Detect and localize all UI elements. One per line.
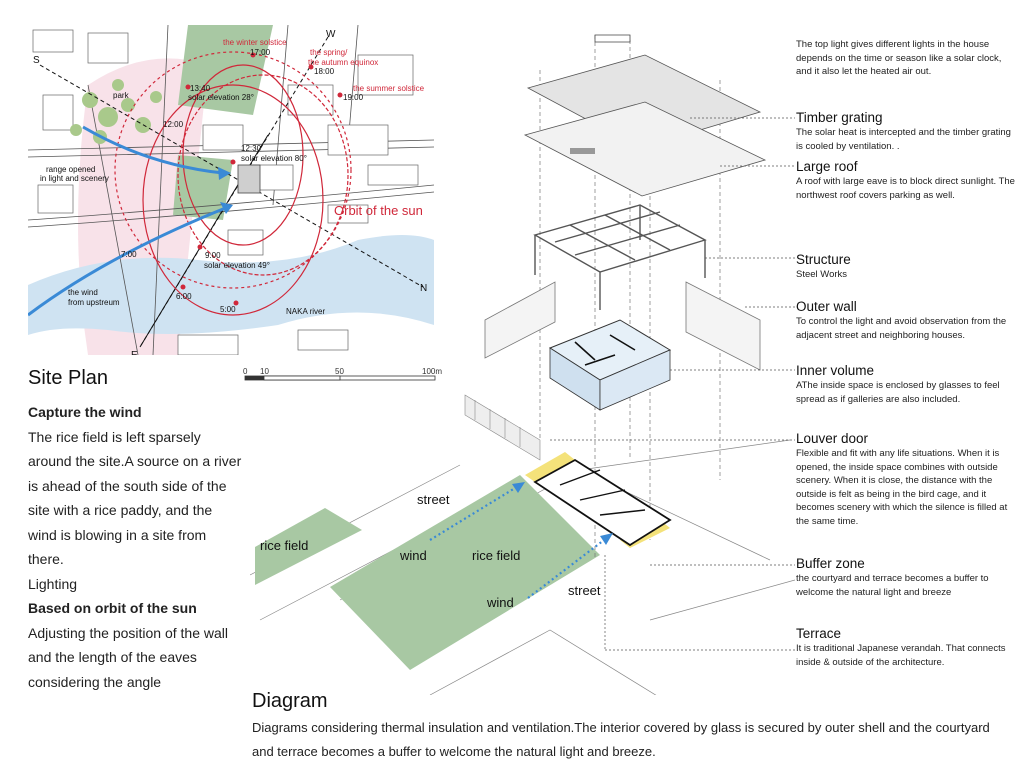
annotation-title: Structure [796, 252, 851, 267]
scale-10: 10 [260, 368, 269, 376]
rice-field-main [330, 475, 600, 670]
time-1800: 18:00 [314, 67, 335, 76]
annotation-desc: AThe inside space is enclosed by glasses… [796, 380, 1000, 405]
annotation-buffer-zone: Buffer zone the courtyard and terrace be… [796, 556, 1018, 599]
site-plan-map: the winter solstice the spring/ the autu… [28, 25, 434, 355]
time-0500: 5:00 [220, 305, 236, 314]
outer-wall-right [685, 281, 761, 371]
annotation-title: Buffer zone [796, 556, 865, 571]
wind-label-2: wind [486, 595, 514, 610]
annotation-title: Outer wall [796, 299, 857, 314]
site-block [237, 164, 261, 194]
annotation-title: Louver door [796, 431, 869, 446]
compass-e: E [131, 350, 138, 355]
label-autumn-equinox: the autumn equinox [308, 58, 378, 67]
river-label: NAKA river [286, 307, 325, 316]
rice-field-label-2: rice field [472, 548, 520, 563]
scale-100: 100m [422, 368, 442, 376]
annotation-desc: A roof with large eave is to block direc… [796, 176, 1015, 201]
time-1700: 17:00 [250, 48, 271, 57]
label-orbit: Orbit of the sun [334, 203, 423, 218]
street-label-2: street [568, 583, 601, 598]
time-1230: 12:30 [241, 144, 262, 153]
scale-50: 50 [335, 368, 344, 376]
compass-s: S [33, 55, 40, 66]
capture-wind-text: The rice field is left sparsely around t… [28, 428, 242, 568]
time-1200: 12:00 [163, 120, 184, 129]
scale-0: 0 [243, 368, 248, 376]
annotation-desc: It is traditional Japanese verandah. Tha… [796, 643, 1006, 668]
top-light [594, 34, 631, 43]
range-label-2: in light and scenery [40, 174, 109, 183]
time-0600: 6:00 [176, 292, 192, 301]
annotation-louver-door: Louver door Flexible and fit with any li… [796, 431, 1018, 528]
annotation-outer-wall: Outer wall To control the light and avoi… [796, 299, 1018, 342]
annotation-structure: Structure Steel Works [796, 252, 1018, 282]
annotation-title: Terrace [796, 626, 842, 641]
annotation-title: Inner volume [796, 363, 875, 378]
wind-arrow-river [28, 205, 229, 317]
annotation-timber-grating: Timber grating The solar heat is interce… [796, 110, 1018, 153]
time-1340: 13:40 [190, 84, 211, 93]
street-label-1: street [417, 492, 450, 507]
diagram-title: Diagram [252, 690, 328, 712]
range-label-1: range opened [46, 165, 95, 174]
time-0900: 9:00 [205, 251, 221, 260]
steel-structure [533, 204, 707, 310]
wind-arrow-south [527, 536, 609, 599]
orbit-text: Adjusting the position of the wall and t… [28, 624, 229, 690]
elevation-28: solar elevation 28° [188, 93, 254, 102]
capture-wind-heading: Capture the wind [28, 404, 142, 420]
wind-label-1: wind [399, 548, 427, 563]
lighting-label: Lighting [28, 575, 78, 592]
louver-door [464, 394, 541, 461]
elevation-80: solar elevation 80° [241, 154, 307, 163]
top-light-note: The top light gives different lights in … [796, 39, 1002, 77]
annotation-desc: The solar heat is intercepted and the ti… [796, 127, 1011, 152]
buffer-zone-north [525, 452, 575, 482]
annotation-inner-volume: Inner volume AThe inside space is enclos… [796, 363, 1018, 406]
rice-field-label-1: rice field [260, 538, 308, 553]
annotation-desc: Steel Works [796, 269, 848, 280]
site-plan-title: Site Plan [28, 367, 109, 389]
large-roof [523, 101, 767, 197]
annotation-desc: Flexible and fit with any life situation… [796, 448, 1008, 527]
rice-field-left [255, 508, 362, 585]
orbit-heading: Based on orbit of the sun [28, 600, 197, 616]
wind-arrow-park [82, 125, 224, 175]
annotation-large-roof: Large roof A roof with large eave is to … [796, 159, 1018, 202]
outer-wall-left [484, 281, 556, 359]
label-spring-equinox: the spring/ [310, 48, 348, 57]
scale-bar: 0 10 50 100m [243, 368, 442, 381]
annotation-terrace: Terrace It is traditional Japanese veran… [796, 626, 1018, 669]
site-plan-text: Capture the wind The rice field is left … [28, 400, 243, 694]
annotation-title: Large roof [796, 159, 858, 174]
label-summer-solstice: the summer solstice [353, 84, 425, 93]
diagram-caption: Diagrams considering thermal insulation … [252, 720, 990, 759]
wind-label-1: the wind [68, 288, 98, 297]
compass-w: W [326, 29, 336, 40]
time-0700: 7:00 [121, 250, 137, 259]
annotation-title: Timber grating [796, 110, 883, 125]
compass-n: N [420, 283, 427, 294]
wind-label-2: from upstreum [68, 298, 120, 307]
exploded-axonometric: street street rice field rice field wind… [250, 34, 795, 695]
annotation-desc: the courtyard and terrace becomes a buff… [796, 573, 989, 598]
elevation-49: solar elevation 49° [204, 261, 270, 270]
label-winter-solstice: the winter solstice [223, 38, 287, 47]
annotation-desc: To control the light and avoid observati… [796, 316, 1007, 341]
time-1900: 19:00 [343, 93, 364, 102]
park-label: park [113, 91, 130, 100]
